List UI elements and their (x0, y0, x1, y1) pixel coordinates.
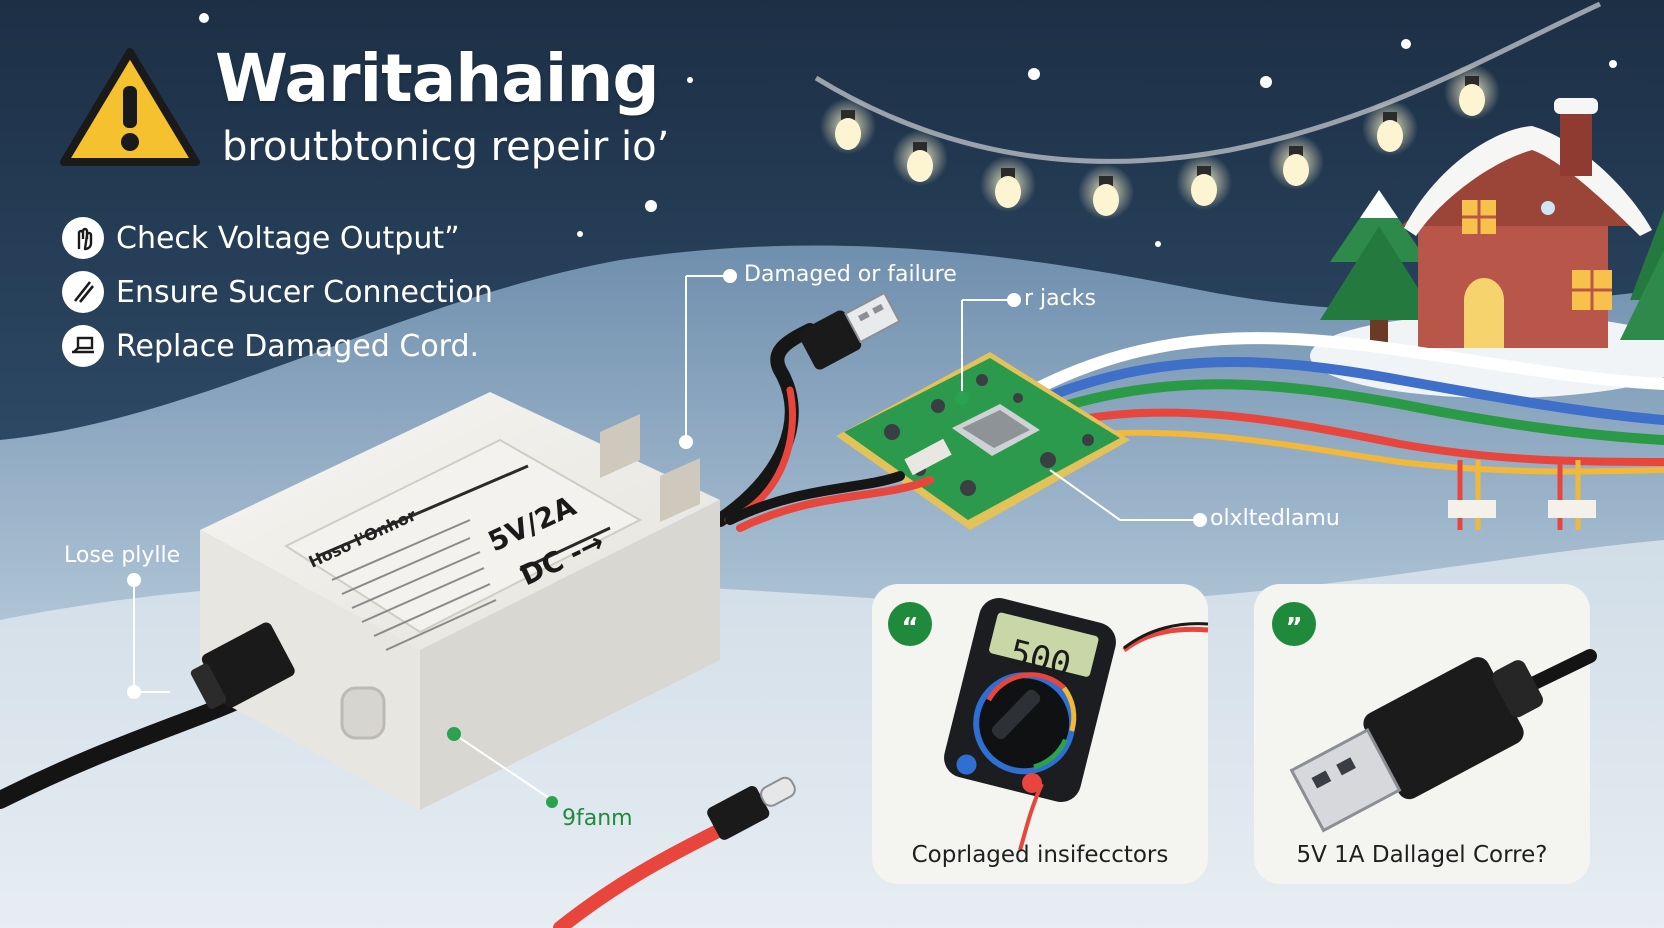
callout-dot-jacks (955, 391, 969, 405)
step-label: Check Voltage Output” (116, 220, 460, 256)
step-check-voltage: Check Voltage Output” (62, 216, 460, 260)
pine-tree-right (1620, 210, 1664, 340)
card-caption-multimeter: Coprlaged insifecctors (911, 842, 1169, 868)
cable-connectors (1448, 460, 1596, 530)
callout-loose-plug: Lose plylle (64, 543, 181, 568)
step-replace-cord: Replace Damaged Cord. (62, 324, 479, 368)
card-badge-1: “ (901, 613, 918, 643)
card-caption-usb: 5V 1A Dallagel Corre? (1296, 842, 1548, 868)
warning-icon (60, 48, 200, 166)
card-multimeter: 500 (872, 584, 1209, 884)
step-ensure-connection: Ensure Sucer Connection (62, 270, 493, 314)
usb-c-cable (553, 776, 796, 928)
plug-icon (62, 325, 104, 367)
card-badge-2: ” (1285, 613, 1302, 643)
callout-board: olxltedlamu (1210, 506, 1340, 531)
callout-port: 9fanm (562, 806, 633, 831)
callout-dot-port-end (546, 796, 558, 808)
slash-icon (62, 271, 104, 313)
page-title: Waritahaing (215, 40, 660, 117)
adapter-cables (713, 323, 934, 532)
usb-plug-top (798, 291, 901, 370)
pine-tree-left (1320, 190, 1438, 352)
snowy-house (1400, 98, 1652, 348)
card-usb-cable (1254, 584, 1597, 884)
page-subtitle: broutbtonicg repeir io’ (222, 124, 670, 170)
hand-icon (62, 217, 104, 259)
step-label: Ensure Sucer Connection (116, 274, 493, 310)
callout-dot-port (447, 727, 461, 741)
string-light-bulbs (820, 64, 1500, 220)
step-label: Replace Damaged Cord. (116, 328, 480, 364)
light-string (814, 1, 1602, 164)
callout-damaged: Damaged or failure (744, 262, 957, 287)
power-adapter (190, 392, 720, 810)
callout-jacks: r jacks (1024, 286, 1096, 311)
ribbon-cables (1024, 332, 1664, 475)
callout-leaders (127, 269, 1207, 801)
